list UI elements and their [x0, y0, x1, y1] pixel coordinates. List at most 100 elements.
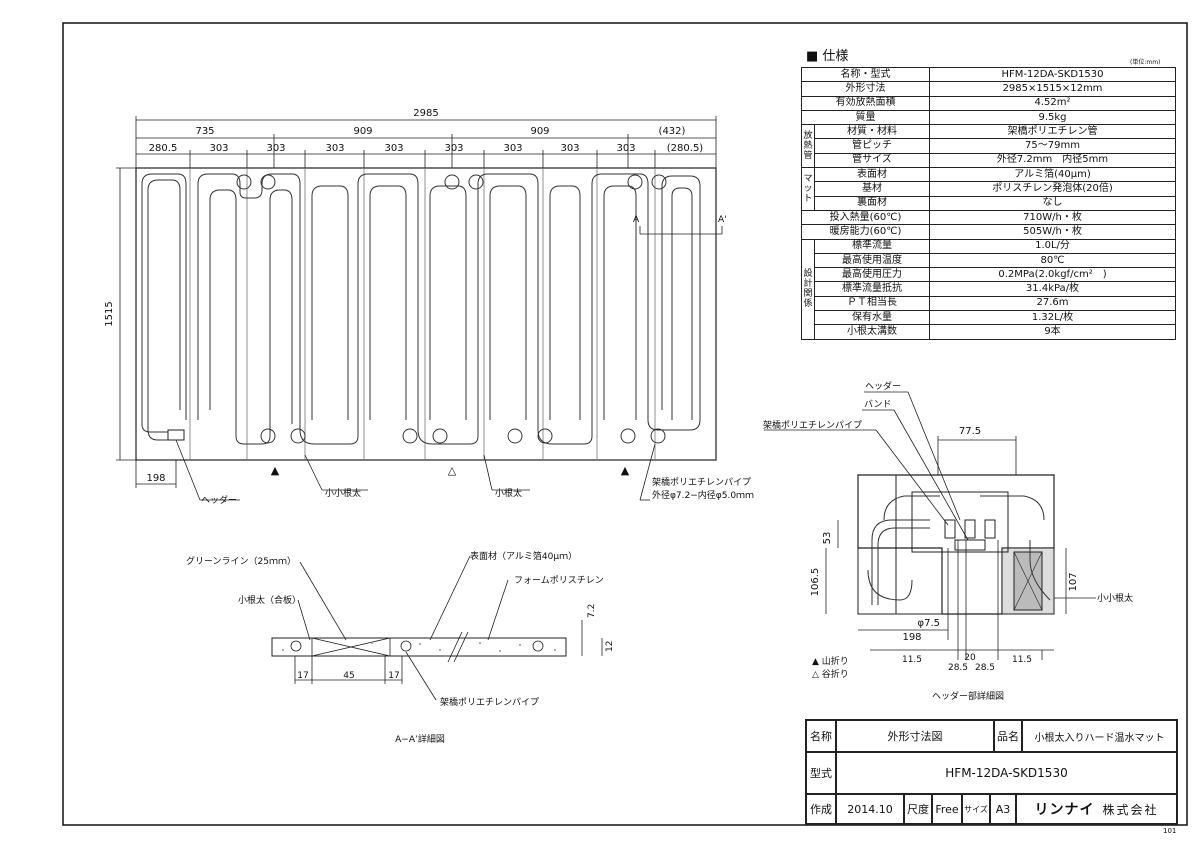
dim-28-5b: 28.5 [975, 663, 995, 673]
spec-label: 裏面材 [814, 195, 930, 211]
spec-value: 9本 [929, 324, 1176, 340]
dim-45: 45 [343, 671, 354, 681]
label-root-plywood: 小根太（合板） [238, 594, 301, 606]
spec-unit-note: (単位:mm) [1130, 59, 1161, 66]
label-header: ヘッダー [865, 380, 901, 392]
dim-20: 20 [964, 653, 976, 663]
size-value: A3 [990, 794, 1016, 824]
spec-value: 710W/h・枚 [929, 209, 1176, 226]
dim-pitch: 303 [560, 143, 579, 154]
dim-pitch: 303 [325, 143, 344, 154]
brand-logo: リンナイ [1034, 802, 1095, 818]
dim-11-5a: 11.5 [902, 655, 922, 665]
spec-label: ＰＴ相当長 [814, 295, 930, 312]
company-suffix: 株式会社 [1102, 802, 1159, 817]
dim-section-4: (432) [659, 126, 686, 137]
label-pipe: 架橋ポリエチレンパイプ [440, 696, 539, 708]
label-root: 小根太 [495, 487, 522, 499]
label-header: ヘッダー [201, 494, 237, 506]
label-surface: 表面材（アルミ箔40μｍ） [470, 550, 577, 562]
label-pipe-line1: 架橋ポリエチレンパイプ [652, 476, 751, 488]
spec-value: 4.52m² [929, 95, 1176, 111]
dim-198: 198 [902, 632, 921, 643]
dim-17b: 17 [388, 671, 399, 681]
dim-pitches: 280.5 303 303 303 303 303 303 303 303 30… [149, 143, 704, 154]
header-detail-drawing: ヘッダー バンド 架橋ポリエチレンパイプ 小小根太 77.5 53 106.5 … [763, 380, 1133, 702]
spec-label: 保有水量 [814, 310, 930, 326]
spec-value: アルミ箔(40μm) [929, 167, 1176, 183]
dim-section-widths: 735 909 909 (432) [195, 126, 685, 137]
section-mark-a-prime: A' [718, 215, 727, 225]
table-row: 暖房能力(60℃)505W/h・枚 [801, 224, 1176, 240]
section-detail-drawing: グリーンライン（25ｍｍ） 小根太（合板） 表面材（アルミ箔40μｍ） フォーム… [186, 550, 615, 745]
scale-label: 尺度 [904, 794, 932, 824]
legend-valley-fold: △ 谷折り [812, 668, 849, 680]
size-label: サイズ [962, 794, 990, 824]
dim-section-1: 735 [195, 126, 214, 137]
spec-label: 管ピッチ [814, 138, 930, 154]
model-label: 型式 [806, 752, 836, 794]
main-mat-drawing: 2985 735 909 909 (432) 280.5 303 303 303… [104, 108, 754, 506]
label-band: バンド [864, 399, 891, 410]
spec-value: 75〜79mm [929, 138, 1176, 154]
dimension-lines [116, 116, 723, 501]
spec-value: ポリスチレン発泡体(20倍) [929, 181, 1176, 197]
table-row: 放熱管材質・材料架橋ポリエチレン管 [801, 124, 1176, 169]
label-small-root: 小小根太 [325, 487, 361, 499]
fold-mark-valley: △ [448, 464, 457, 477]
label-pipe: 架橋ポリエチレンパイプ [763, 419, 862, 431]
dim-28-5a: 28.5 [948, 663, 968, 673]
title-block: 名称 外形寸法図 品名 小根太入りハード温水マット 型式 HFM-12DA-SK… [805, 719, 1178, 825]
dim-section-3: 909 [530, 126, 549, 137]
spec-value: 1.0L/分 [929, 238, 1176, 254]
spec-value: 9.5kg [929, 109, 1176, 126]
made-label: 作成 [806, 794, 836, 824]
spec-label: 表面材 [814, 167, 930, 183]
dim-53: 53 [822, 532, 833, 545]
name-value: 外形寸法図 [836, 720, 994, 752]
date-value: 2014.10 [836, 794, 904, 824]
dim-12: 12 [605, 641, 615, 652]
section-detail-title: A−A’詳細図 [395, 733, 445, 745]
spec-label: 管サイズ [814, 152, 930, 169]
dim-pitch: 303 [384, 143, 403, 154]
spec-value: 架橋ポリエチレン管 [929, 124, 1176, 140]
dim-106-5: 106.5 [810, 568, 821, 597]
spec-value: HFM-12DA-SKD1530 [929, 66, 1176, 83]
spec-value: 0.2MPa(2.0kgf/cm² ) [929, 267, 1176, 283]
root-lines [189, 168, 656, 460]
company-cell: リンナイ 株式会社 [1016, 794, 1177, 824]
table-row: 裏面材なし [802, 195, 1176, 211]
sheet-number: 101 [1163, 827, 1176, 835]
table-row: 投入熱量(60℃)710W/h・枚 [801, 209, 1176, 226]
spec-title: ■ 仕様 [806, 49, 849, 64]
spec-value: 80℃ [929, 252, 1176, 269]
pipe-serpentine [141, 173, 701, 445]
header-detail-title: ヘッダー部詳細図 [932, 690, 1004, 702]
spec-value: 31.4kPa/枚 [929, 281, 1176, 297]
dim-pitch: 303 [444, 143, 463, 154]
legend-mountain-fold: ▲ 山折り [812, 655, 849, 667]
dim-phi-7-5: φ7.5 [918, 618, 941, 629]
spec-label: 最高使用温度 [814, 252, 930, 269]
section-mark-a: A [633, 215, 640, 225]
spec-value: 2985×1515×12mm [929, 81, 1176, 97]
table-row: 管サイズ外径7.2mm 内径5mm [802, 152, 1176, 169]
spec-value: 外径7.2mm 内径5mm [929, 152, 1176, 169]
spec-label: 最高使用圧力 [814, 267, 930, 283]
dim-11-5b: 11.5 [1012, 655, 1032, 665]
product-value: 小根太入りハード温水マット [1022, 720, 1177, 752]
fold-mark-mountain: ▲ [621, 464, 630, 477]
spec-label: 標準流量抵抗 [814, 281, 930, 297]
spec-label: 質量 [801, 109, 930, 126]
